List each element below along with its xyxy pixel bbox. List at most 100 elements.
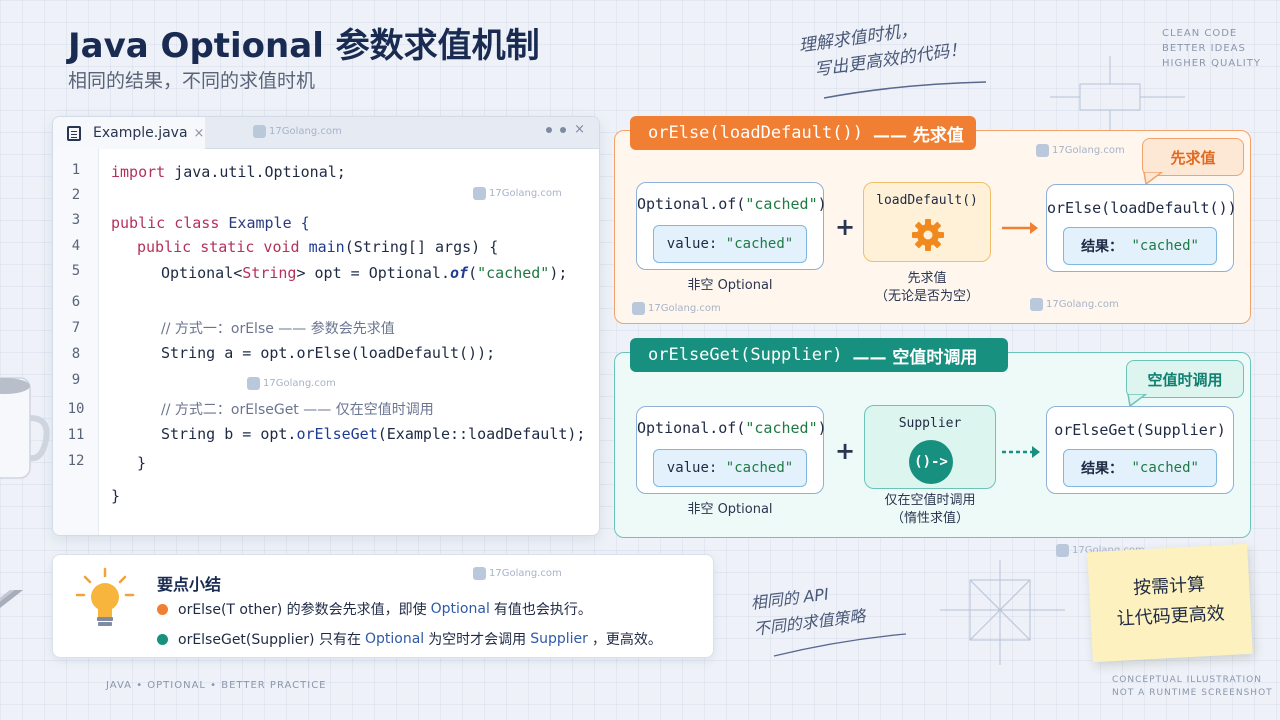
orelseget-left-caption: 非空 Optional (687, 502, 773, 517)
window-dot-icon[interactable] (560, 127, 567, 133)
watermark-logo-icon (253, 125, 266, 138)
orelseget-mid-caption: 仅在空值时调用 （惰性求值） (850, 492, 1010, 528)
orelseget-result-chip: 结果： "cached" (1063, 449, 1217, 487)
optional-value-chip: value: "cached" (653, 449, 807, 487)
summary-card: 要点小结 orElse(T other) 的参数会先求值，即使 Optional… (52, 554, 714, 658)
orelse-optional-box: Optional.of("cached") value: "cached" (636, 182, 827, 270)
code-line-8: String a = opt.orElse(loadDefault()); (161, 344, 496, 362)
result-label: 结果： (1081, 239, 1124, 255)
code-comment-1: // 方式一：orElse —— 参数会先求值 (161, 321, 395, 337)
code-closing-brace: } (111, 487, 121, 505)
code-text: (Example::loadDefault); (377, 425, 586, 443)
orelseget-optional-box: Optional.of( "cached") value: "cached" (636, 406, 827, 494)
code-line-5: Optional<String> opt = Optional.of("cach… (161, 264, 567, 282)
tagline-3: HIGHER QUALITY (1162, 58, 1261, 69)
code-line-3: public class Example { (111, 214, 310, 232)
code-method: of (450, 264, 469, 282)
code-text: > opt = Optional. (296, 264, 450, 282)
summary-highlight: Supplier (530, 631, 588, 647)
code-text: ( (468, 264, 478, 282)
badge-pointer (1127, 394, 1148, 408)
orelse-left-caption: 非空 Optional (687, 278, 773, 293)
code-text: Example { (219, 214, 310, 232)
code-method: main (299, 238, 345, 256)
code-method: orElseGet (296, 425, 378, 443)
watermark-logo-icon (632, 302, 645, 315)
orelseget-header-text: —— 空值时调用 (852, 347, 978, 368)
summary-text: orElseGet(Supplier) 只有在 (178, 632, 361, 648)
orelseget-badge: 空值时调用 (1126, 360, 1244, 398)
watermark-logo-icon (473, 187, 486, 200)
value-string: "cached" (725, 460, 794, 476)
watermark-text: 17Golang.com (1046, 299, 1119, 310)
window-close-icon[interactable]: × (574, 122, 585, 137)
code-text: ) (817, 195, 827, 213)
result-label: 结果： (1081, 461, 1124, 477)
watermark: 17Golang.com (473, 567, 562, 580)
watermark: 17Golang.com (1030, 298, 1119, 311)
lightbulb-icon (75, 567, 135, 626)
window-controls: × (546, 122, 585, 137)
editor-tab-example-java[interactable]: Example.java × (53, 117, 205, 149)
line-number: 5 (71, 263, 81, 279)
concept-line2: NOT A RUNTIME SCREENSHOT (1112, 688, 1273, 698)
line-number: 9 (71, 372, 81, 388)
handwritten-note: 理解求值时机， 写出更高效的代码！ (797, 11, 968, 85)
line-number: 2 (71, 187, 81, 203)
optional-of-label: Optional.of("cached") (637, 195, 827, 213)
dashed-arrow-right-icon (1002, 446, 1040, 458)
code-text: String b = opt. (161, 425, 297, 443)
orelse-result-chip: 结果： "cached" (1063, 227, 1217, 265)
arrow-right-icon (1002, 222, 1038, 234)
editor-tab-bar: Example.java × × (53, 117, 599, 149)
line-number: 4 (71, 238, 81, 254)
summary-item-orelse: orElse(T other) 的参数会先求值，即使 Optional 有值也会… (157, 599, 592, 619)
value-label: value: (666, 236, 718, 252)
result-string: "cached" (1131, 238, 1199, 254)
mid-caption-line2: （惰性求值） (890, 511, 969, 526)
code-line-4: public static void main(String[] args) { (137, 238, 498, 256)
watermark: 17Golang.com (247, 377, 336, 390)
plus-sign: + (835, 437, 856, 465)
page-title: Java Optional 参数求值机制 (68, 26, 540, 66)
orelse-flow-header: orElse(loadDefault()) —— 先求值 (630, 116, 976, 150)
orelse-badge: 先求值 (1142, 138, 1244, 176)
line-number: 8 (71, 346, 81, 362)
orelseget-supplier-box: Supplier ()-> (864, 405, 996, 489)
summary-title: 要点小结 (157, 575, 222, 594)
concept-caption: CONCEPTUAL ILLUSTRATION NOT A RUNTIME SC… (1112, 674, 1273, 700)
window-dot-icon[interactable] (546, 127, 553, 133)
badge-pointer (1143, 172, 1164, 186)
code-text: java.util.Optional; (165, 163, 346, 181)
gear-icon (912, 219, 944, 251)
line-number: 11 (67, 427, 85, 443)
sticky-note: 按需计算 让代码更高效 (1087, 543, 1253, 663)
summary-highlight: Optional (430, 601, 490, 617)
footer-tags: JAVA • OPTIONAL • BETTER PRACTICE (106, 680, 327, 691)
code-line-11: String b = opt.orElseGet(Example::loadDe… (161, 425, 585, 443)
line-number-gutter: 1 2 3 4 5 6 7 8 9 10 11 12 (53, 149, 99, 535)
watermark: 17Golang.com (473, 187, 562, 200)
summary-highlight: Optional (364, 631, 425, 647)
code-text: Optional.of( (637, 419, 746, 437)
watermark-text: 17Golang.com (489, 568, 562, 579)
optional-value-chip: value: "cached" (653, 225, 807, 263)
code-type: String (242, 264, 297, 282)
code-string: "cached" (477, 264, 550, 282)
watermark-text: 17Golang.com (269, 126, 342, 137)
line-number: 6 (71, 294, 81, 310)
watermark-logo-icon (247, 377, 260, 390)
sticky-line1: 按需计算 (1132, 574, 1206, 599)
tagline-block: CLEAN CODE BETTER IDEAS HIGHER QUALITY (1162, 26, 1261, 71)
summary-text: 有值也会执行。 (493, 602, 592, 618)
orelse-header-code: orElse(loadDefault()) (648, 123, 863, 143)
orelseget-header-code: orElseGet(Supplier) (648, 345, 843, 365)
supplier-label: Supplier (898, 416, 962, 431)
summary-text: orElse(T other) 的参数会先求值，即使 (178, 602, 427, 618)
tab-close-icon[interactable]: × (193, 125, 205, 141)
concept-line1: CONCEPTUAL ILLUSTRATION (1112, 675, 1262, 685)
bullet-dot-orange (157, 603, 168, 615)
code-keyword: public static void (137, 238, 300, 256)
code-text: ) (817, 419, 827, 437)
orelseget-flow-header: orElseGet(Supplier) —— 空值时调用 (630, 338, 1008, 372)
